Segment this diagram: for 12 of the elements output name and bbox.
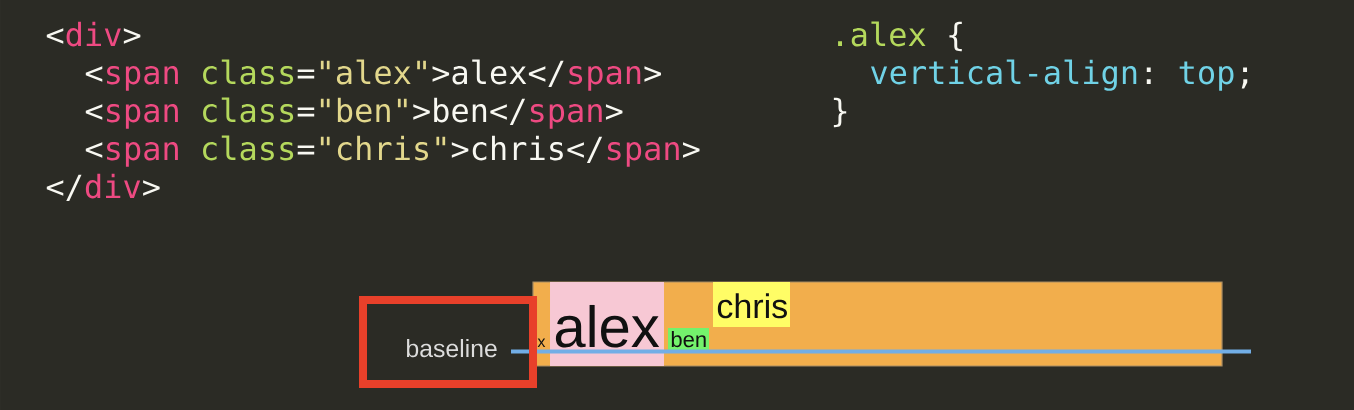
inline-box: chris <box>713 282 790 327</box>
inline-box: ben <box>668 328 709 350</box>
code-line: } <box>833 97 847 128</box>
inline-box: alex <box>550 282 664 366</box>
code-line: vertical-align: top; <box>871 59 1248 91</box>
code-line: .alex { <box>838 21 962 52</box>
code-line: <span class="alex">alex</span> <box>85 59 661 91</box>
code-line: <span class="ben">ben</span> <box>85 97 623 129</box>
highlight-box: baseline <box>359 296 537 388</box>
code-line: <span class="chris">chris</span> <box>85 135 700 167</box>
code-line: </div> <box>46 173 160 201</box>
code-line: <div> <box>46 21 141 47</box>
